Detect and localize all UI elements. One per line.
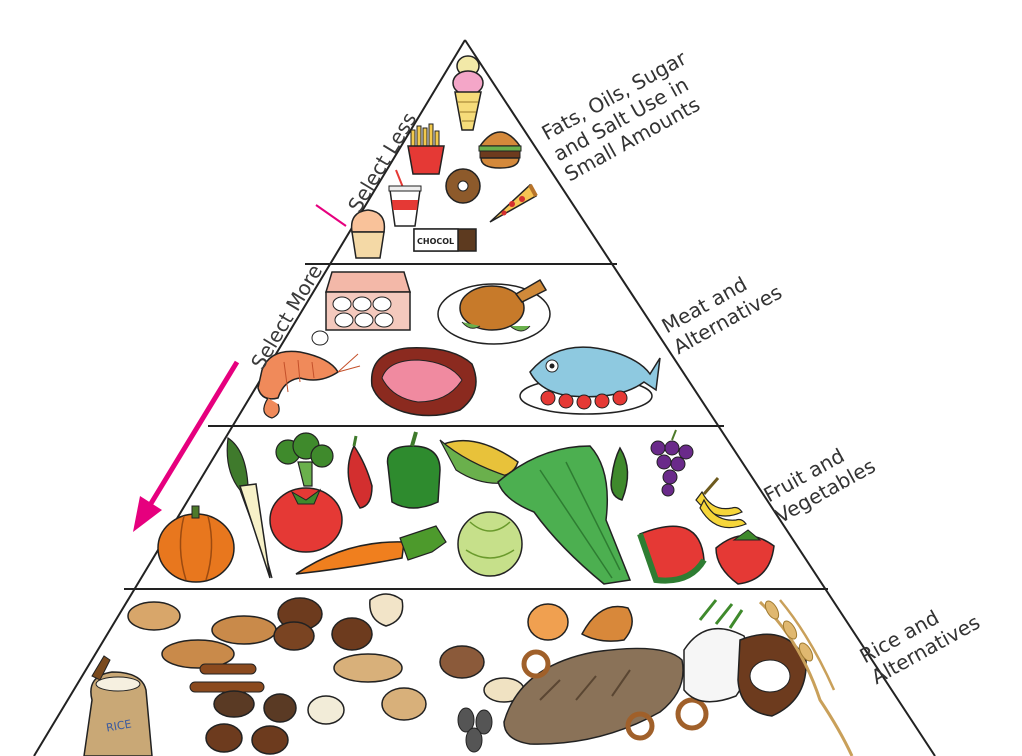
soda-cup-icon bbox=[389, 170, 421, 226]
hamburger-icon bbox=[479, 132, 521, 168]
ham-icon bbox=[372, 348, 476, 416]
strawberry-icon bbox=[716, 530, 774, 584]
chocolate-label: CHOCOL bbox=[417, 237, 454, 246]
red-chili-icon bbox=[348, 436, 372, 508]
green-chili-icon bbox=[611, 448, 627, 500]
ice-cream-cone-icon bbox=[453, 56, 483, 130]
peanuts-icon bbox=[308, 654, 426, 724]
seeds-icon bbox=[458, 708, 492, 752]
chocolate-bar-icon: CHOCOL bbox=[414, 229, 476, 251]
broccoli-icon bbox=[276, 433, 333, 486]
bananas-icon bbox=[696, 478, 746, 528]
rice-sack-icon: RICE bbox=[84, 656, 152, 756]
coconut-icon bbox=[684, 600, 806, 716]
parsnip-icon bbox=[227, 438, 272, 578]
leafy-greens-icon bbox=[498, 446, 630, 584]
breadsticks-icon bbox=[190, 664, 264, 692]
donut-icon bbox=[446, 169, 480, 203]
watermelon-icon bbox=[640, 526, 704, 580]
grapes-icon bbox=[651, 430, 693, 496]
egg-carton-icon bbox=[312, 272, 410, 345]
bread-roll-icon bbox=[128, 602, 276, 668]
cupcake-icon bbox=[352, 210, 385, 258]
chestnuts-icon bbox=[274, 594, 403, 650]
green-pepper-icon bbox=[388, 432, 441, 508]
fish-on-plate-icon bbox=[520, 347, 660, 414]
roast-chicken-icon bbox=[438, 280, 550, 344]
cabbage-icon bbox=[458, 512, 522, 576]
baguette-icon bbox=[504, 648, 683, 744]
more-less-separator bbox=[316, 205, 346, 226]
bun-icon bbox=[528, 604, 632, 641]
pumpkin-icon bbox=[158, 506, 234, 582]
tomato-icon bbox=[270, 488, 342, 552]
pizza-slice-icon bbox=[490, 185, 536, 222]
